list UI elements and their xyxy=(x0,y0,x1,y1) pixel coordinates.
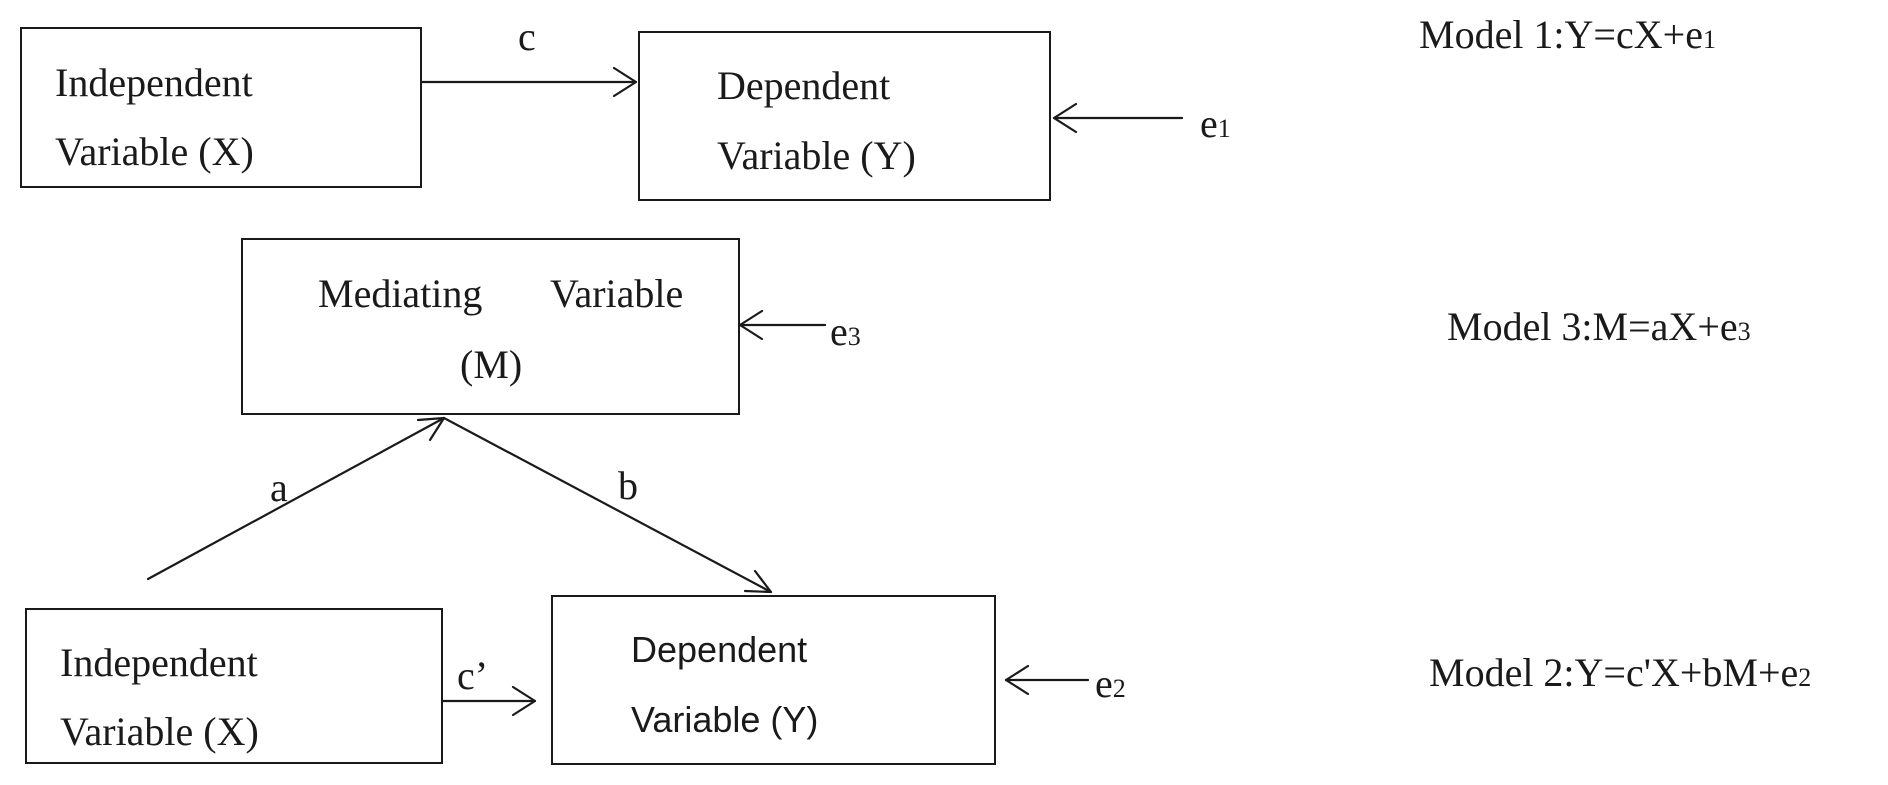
model2-dependent-label-line2: Variable (Y) xyxy=(631,699,819,740)
model1-dependent-box xyxy=(638,31,1051,201)
error-e1-subscript: 1 xyxy=(1217,114,1231,143)
model3-equation-text: Model 3:M=aX+e xyxy=(1447,304,1738,349)
error-e3-base: e xyxy=(830,309,848,354)
error-label-e2: e2 xyxy=(1095,664,1126,704)
model2-dependent-box xyxy=(551,595,996,765)
model1-equation-text: Model 1:Y=cX+e xyxy=(1419,12,1703,57)
model3-equation: Model 3:M=aX+e3 xyxy=(1447,307,1751,347)
mediator-label-line2: (M) xyxy=(460,342,523,387)
mediator-box xyxy=(241,238,740,415)
path-label-c-prime: c’ xyxy=(457,653,489,698)
model2-equation-subscript: 2 xyxy=(1798,663,1812,692)
error-e2-subscript: 2 xyxy=(1112,674,1126,703)
arrow-c-prime xyxy=(441,685,537,717)
model2-equation: Model 2:Y=c'X+bM+e2 xyxy=(1429,653,1811,693)
error-e1-base: e xyxy=(1200,101,1218,146)
path-label-c: c xyxy=(518,14,536,59)
error-e3-subscript: 3 xyxy=(847,322,861,351)
mediator-label-word2: Variable xyxy=(550,271,684,316)
arrow-e3 xyxy=(738,309,827,341)
model2-equation-text: Model 2:Y=c'X+bM+e xyxy=(1429,650,1799,695)
path-label-b: b xyxy=(618,463,638,508)
arrow-a xyxy=(146,416,446,581)
model2-independent-label-line2: Variable (X) xyxy=(60,709,259,754)
model1-independent-box xyxy=(20,27,422,188)
model3-equation-subscript: 3 xyxy=(1737,317,1751,346)
model1-equation: Model 1:Y=cX+e1 xyxy=(1419,15,1716,55)
error-e2-base: e xyxy=(1095,661,1113,706)
path-label-a: a xyxy=(270,465,288,510)
model2-independent-label-line1: Independent xyxy=(60,640,258,685)
arrow-c xyxy=(420,66,638,98)
model1-independent-label-line1: Independent xyxy=(55,60,253,105)
model2-independent-box xyxy=(25,608,443,764)
model1-equation-subscript: 1 xyxy=(1702,25,1716,54)
arrow-e1 xyxy=(1052,102,1184,134)
mediator-label-word1: Mediating xyxy=(318,271,483,316)
error-label-e1: e1 xyxy=(1200,104,1231,144)
model1-independent-label-line2: Variable (X) xyxy=(55,129,254,174)
arrow-b xyxy=(442,416,773,594)
model1-dependent-label-line2: Variable (Y) xyxy=(717,133,916,178)
arrow-e2 xyxy=(1004,664,1090,696)
model2-dependent-label-line1: Dependent xyxy=(631,629,808,670)
model1-dependent-label-line1: Dependent xyxy=(717,63,891,108)
error-label-e3: e3 xyxy=(830,312,861,352)
